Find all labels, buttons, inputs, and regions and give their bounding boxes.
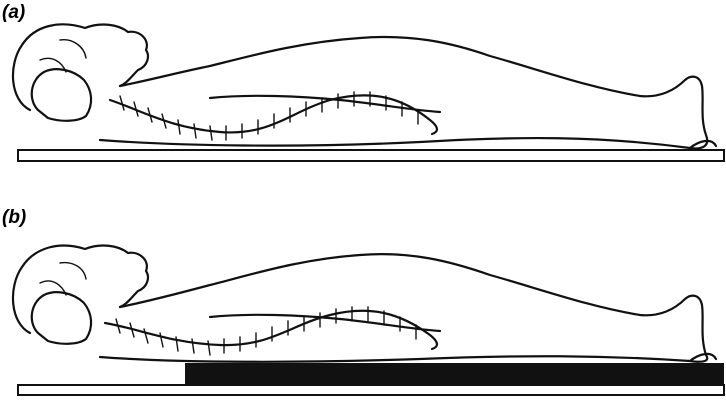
figure-b-illustration	[0, 205, 726, 405]
head-outline	[13, 246, 148, 333]
figure-a-illustration	[0, 0, 726, 200]
vertebrae-a	[120, 92, 418, 140]
flat-board	[18, 385, 724, 395]
mattress-block	[185, 363, 724, 385]
panel-a: (a)	[0, 0, 726, 200]
panel-b: (b)	[0, 205, 726, 405]
flat-board	[18, 150, 724, 161]
head-outline	[13, 24, 148, 110]
spine	[105, 311, 437, 349]
